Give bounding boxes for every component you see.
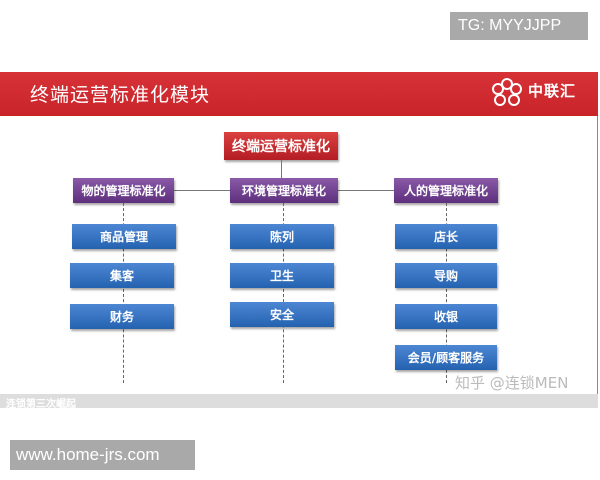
item-box: 店长 (395, 224, 497, 249)
item-box: 陈列 (230, 224, 334, 249)
item-box: 收银 (395, 304, 497, 329)
item-box: 安全 (230, 302, 334, 327)
item-box: 商品管理 (72, 224, 176, 249)
logo-flower-icon (492, 78, 522, 106)
logo-text: 中联汇 (528, 82, 577, 100)
logo: 中联汇 (490, 78, 590, 108)
dashed-connector (446, 203, 447, 383)
item-box: 集客 (70, 263, 174, 288)
title-band: 终端运营标准化模块 中联汇 (0, 72, 598, 116)
zhihu-watermark: 知乎 @连锁MEN (455, 374, 569, 392)
item-box: 会员/顾客服务 (395, 345, 497, 370)
item-box: 卫生 (230, 263, 334, 288)
column-header-environment: 环境管理标准化 (230, 178, 338, 203)
item-box: 导购 (395, 263, 497, 288)
slide-footer: 连锁第三次崛起 (0, 394, 598, 410)
root-node: 终端运营标准化 (224, 132, 338, 160)
column-header-things: 物的管理标准化 (73, 178, 174, 203)
slide: 终端运营标准化模块 中联汇 终端运营标准化 物的管理标准化 环境管理标准化 人的… (0, 72, 598, 410)
slide-title: 终端运营标准化模块 (30, 84, 211, 106)
dashed-connector (123, 203, 124, 383)
connector (281, 160, 282, 190)
watermark-bottom: www.home-jrs.com (10, 440, 195, 470)
column-header-people: 人的管理标准化 (394, 178, 498, 203)
item-box: 财务 (70, 304, 174, 329)
footer-text: 连锁第三次崛起 (6, 399, 76, 410)
watermark-top: TG: MYYJJPP (450, 12, 588, 40)
dashed-connector (283, 203, 284, 383)
